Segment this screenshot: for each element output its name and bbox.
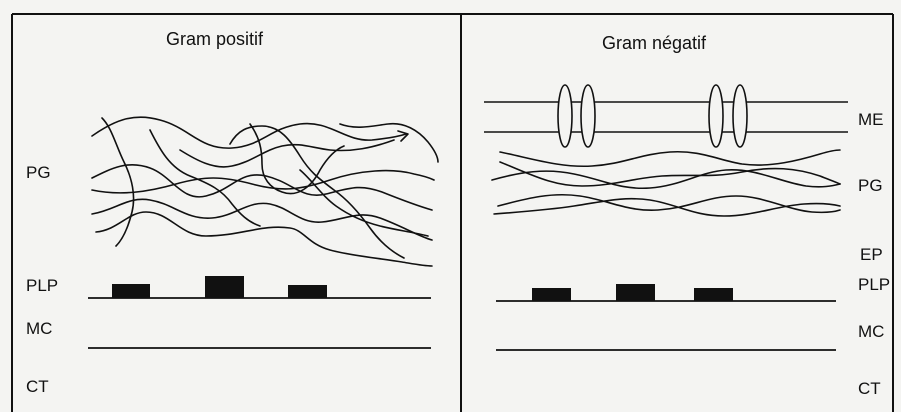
left-pg-strand-12 [299,169,429,237]
left-pg-strand-7 [179,139,395,168]
left-pg-strand-6 [101,117,135,247]
right-panel-title: Gram négatif [602,33,707,53]
left-label-ct: CT [26,377,49,396]
right-outer-membrane [484,84,848,148]
left-label-pg: PG [26,163,51,182]
left-pg-strand-10 [339,122,439,163]
left-peptidoglycan-mesh [91,116,439,267]
right-porin-3 [708,84,724,148]
right-plp-block-1 [532,288,571,301]
left-plp-block-3 [288,285,327,298]
left-label-plp: PLP [26,276,59,295]
right-label-ep: EP [860,245,883,264]
left-panel-title: Gram positif [166,29,264,49]
left-pg-strand-1 [91,116,407,149]
right-label-ct: CT [858,379,881,398]
right-label-plp: PLP [858,275,891,294]
left-pg-strand-4 [95,211,433,267]
right-pg-strand-3 [497,193,841,214]
right-label-mc: MC [858,322,885,341]
right-label-pg: PG [858,176,883,195]
left-pg-strand-9 [249,123,345,195]
right-pg-strand-1 [499,149,841,168]
left-plp-membrane [88,276,431,299]
left-pg-strand-11 [149,129,261,227]
left-pg-strand-3 [91,198,433,241]
left-pg-strand-8 [229,125,405,259]
right-peptidoglycan-mesh [491,149,841,217]
left-pg-arrow [397,130,409,142]
right-pg-strand-4 [493,197,841,217]
right-porin-4 [732,84,748,148]
left-plp-block-2 [205,276,244,298]
frame [11,13,894,412]
right-pg-strand-2 [491,169,841,190]
right-porin-1 [557,84,573,148]
right-plp-membrane [496,284,836,302]
right-plp-block-3 [694,288,733,301]
left-pg-strand-5 [91,169,435,194]
left-pg-strand-2 [91,163,433,211]
right-label-me: ME [858,110,884,129]
right-pg-strand-5 [499,161,841,187]
right-porin-2 [580,84,596,148]
right-plp-block-2 [616,284,655,301]
left-label-mc: MC [26,319,53,338]
left-plp-block-1 [112,284,150,298]
